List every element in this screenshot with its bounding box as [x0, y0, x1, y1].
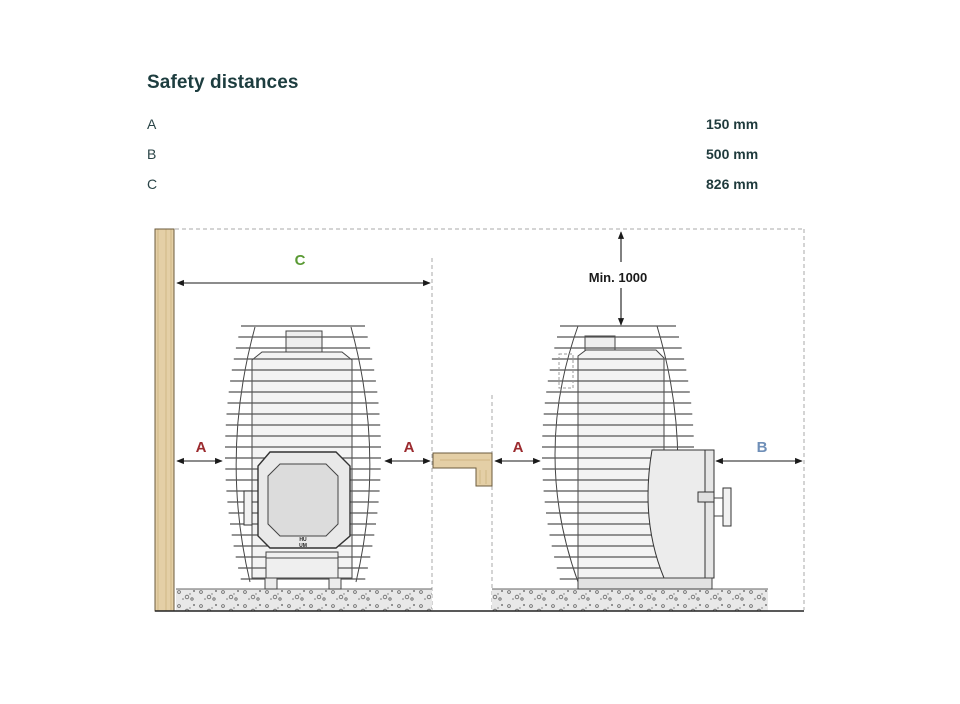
distance-value: 826 mm [706, 176, 759, 192]
guide-lines [175, 228, 805, 610]
wall-bench-section [432, 452, 493, 487]
heater-front-view [225, 325, 381, 590]
label-a-middle: A [404, 439, 415, 456]
distance-value: 500 mm [706, 146, 759, 162]
label-min-height: Min. 1000 [589, 270, 648, 285]
distance-value: 150 mm [706, 116, 759, 132]
distance-key: C [147, 176, 158, 192]
label-a-right: A [513, 439, 524, 456]
distance-row-c: C 826 mm [147, 176, 767, 196]
floor-right [492, 588, 768, 611]
label-c: C [295, 252, 306, 269]
floor-left [176, 588, 432, 611]
distance-key: B [147, 146, 157, 162]
heater-side-view [542, 325, 732, 590]
label-a-left: A [196, 439, 207, 456]
distance-key: A [147, 116, 157, 132]
label-b: B [757, 439, 768, 456]
heater-logo-line2: UM [299, 543, 307, 549]
heater-logo: HU [299, 537, 307, 543]
distance-row-b: B 500 mm [147, 146, 767, 166]
distance-row-a: A 150 mm [147, 116, 767, 136]
wooden-wall [154, 228, 175, 612]
dimension-arrows [176, 231, 803, 465]
page-title: Safety distances [147, 72, 299, 93]
